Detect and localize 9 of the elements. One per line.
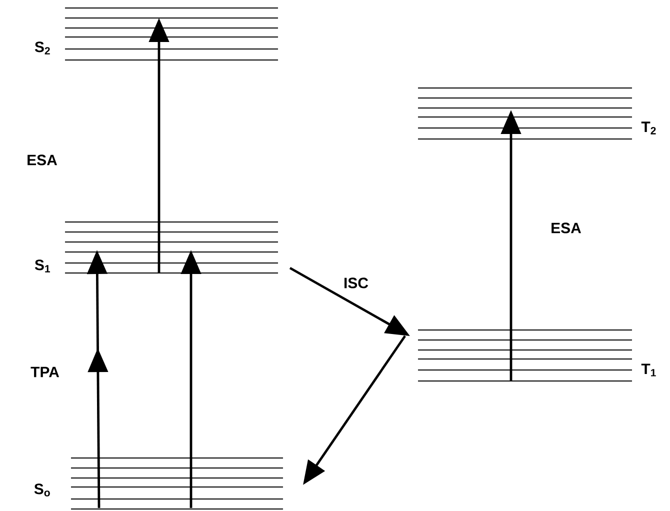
edge-label: ESA bbox=[552, 222, 582, 234]
state-label: T$_{2}$ bbox=[641, 122, 656, 134]
edge-label: ISC bbox=[344, 278, 368, 288]
transition-label: TPA bbox=[30, 366, 60, 378]
state-label: S$_{2}$ bbox=[34, 42, 50, 54]
state-label: S$_{1}$ bbox=[34, 260, 50, 272]
state-label: S$_{o}$ bbox=[34, 484, 50, 496]
state-label: T$_{1}$ bbox=[641, 364, 656, 376]
transition-label: ESA bbox=[28, 154, 58, 166]
